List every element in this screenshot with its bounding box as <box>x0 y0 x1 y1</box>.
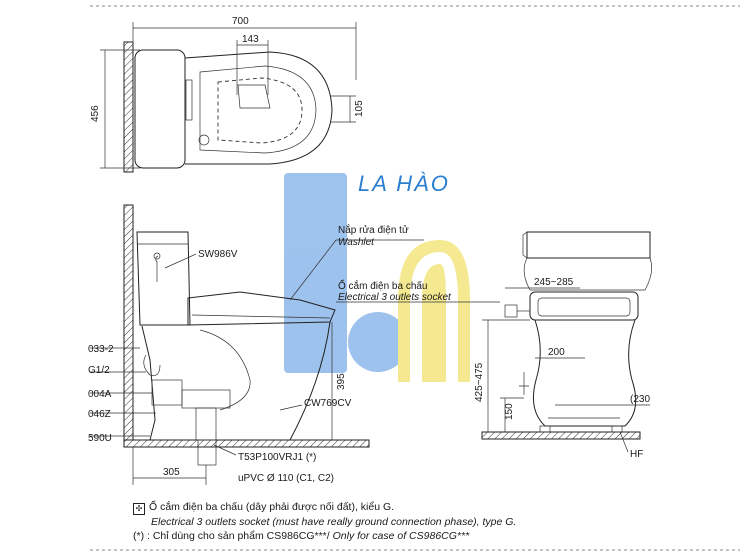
dim-105: 105 <box>354 100 365 117</box>
front-pedestal <box>533 319 637 427</box>
label-part-4: 046Z <box>88 409 111 420</box>
note-1-en: Electrical 3 outlets socket (must have r… <box>151 516 517 528</box>
note-line-1-en: Electrical 3 outlets socket (must have r… <box>133 515 733 529</box>
socket-symbol-icon: ✣ <box>133 503 145 515</box>
note-1-vi: Ổ cắm điện ba chấu (dây phải được nối đấ… <box>149 501 395 513</box>
label-bowl-model: CW769CV <box>304 398 352 409</box>
side-wall <box>123 204 134 441</box>
front-floor <box>481 431 641 440</box>
side-bowl <box>141 321 331 441</box>
label-drain: uPVC Ø 110 (C1, C2) <box>238 473 334 484</box>
top-bowl <box>184 51 333 165</box>
watermark-yellow-arcs <box>398 240 470 382</box>
side-view: 395 305 SW986V Nắp rửa điện tử Washlet Ổ… <box>88 204 500 485</box>
note-line-2: (*) : Chỉ dùng cho sản phẩm CS986CG***/ … <box>133 529 733 543</box>
label-part-3: 004A <box>88 389 112 400</box>
label-socket-en: Electrical 3 outlets socket <box>338 292 452 303</box>
dim-200: 200 <box>548 347 565 358</box>
watermark-logo <box>284 173 470 382</box>
note-2-prefix: (*) : Chỉ dùng cho sản phẩm CS986CG***/ <box>133 530 330 542</box>
side-tank <box>136 231 191 326</box>
label-hf: HF <box>630 449 643 460</box>
top-tank <box>134 49 186 169</box>
watermark-blue-bar <box>284 173 347 373</box>
dim-395: 395 <box>336 373 347 390</box>
dim-143: 143 <box>242 34 259 45</box>
dim-700: 700 <box>232 16 249 27</box>
label-socket-vi: Ổ cắm điện ba chấu <box>338 279 428 292</box>
label-part-2: G1/2 <box>88 365 110 376</box>
dim-425-475: 425~475 <box>474 362 485 402</box>
label-tank-model: SW986V <box>198 249 238 260</box>
watermark-blue-circle <box>348 312 408 372</box>
dim-305: 305 <box>163 467 180 478</box>
note-line-1: ✣ Ổ cắm điện ba chấu (dây phải được nối đ… <box>133 500 733 515</box>
label-part-1: 033-2 <box>88 344 114 355</box>
dim-230: (230 <box>630 394 650 405</box>
watermark-brand-text: LA HÀO <box>358 171 450 196</box>
front-seat <box>529 291 639 321</box>
top-wall <box>123 41 134 173</box>
top-view: 700 456 143 105 <box>90 16 365 173</box>
side-washlet <box>187 291 336 326</box>
front-tank <box>526 231 651 259</box>
label-washlet-en: Washlet <box>338 237 375 248</box>
dim-456: 456 <box>90 105 101 122</box>
front-view: 245~285 425~475 200 150 (230 HF <box>474 231 652 460</box>
dim-245-285: 245~285 <box>534 277 574 288</box>
dim-150: 150 <box>504 403 515 420</box>
label-washlet-vi: Nắp rửa điện tử <box>338 223 409 236</box>
side-floor <box>123 439 370 448</box>
note-2-en: Only for case of CS986CG*** <box>332 530 470 542</box>
label-valve: T53P100VRJ1 (*) <box>238 452 316 463</box>
label-part-5: 590U <box>88 433 112 444</box>
footnotes: ✣ Ổ cắm điện ba chấu (dây phải được nối đ… <box>133 500 733 543</box>
